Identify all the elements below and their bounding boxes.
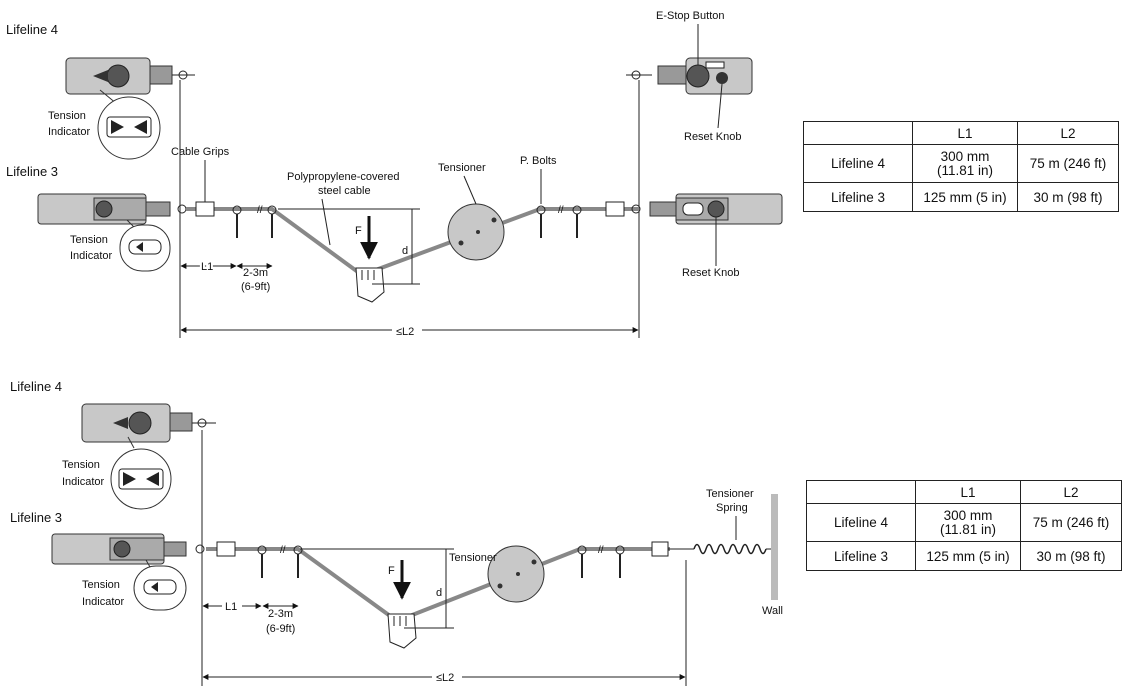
top-l1-label: L1 (201, 261, 213, 273)
bottom-spec-table: L1 L2 Lifeline 4 300 mm (11.81 in) 75 m … (806, 480, 1122, 571)
bottom-spacing-b: (6-9ft) (266, 623, 295, 635)
bottom-spacing-a: 2-3m (268, 608, 293, 620)
table-header-row: L1 L2 (806, 480, 1122, 504)
table-row: Lifeline 4 300 mm (11.81 in) 75 m (246 f… (803, 144, 1119, 183)
wall-icon (771, 494, 778, 600)
bottom-lifeline4-heading: Lifeline 4 (10, 379, 62, 394)
table-header-row: L1 L2 (803, 121, 1119, 145)
top-reset-knob-2-label: Reset Knob (682, 267, 739, 279)
table-header-cell: L1 (912, 121, 1018, 145)
bottom-spring-label-b: Spring (716, 502, 748, 514)
top-spacing-b: (6-9ft) (241, 281, 270, 293)
table-header-cell (806, 480, 916, 504)
top-spacing-a: 2-3m (243, 267, 268, 279)
top-tensioner-label: Tensioner (438, 162, 486, 174)
top-tension-indicator-l3-icon (119, 219, 171, 272)
svg-text://: // (558, 205, 564, 216)
table-cell: Lifeline 4 (803, 144, 913, 183)
table-row: Lifeline 4 300 mm (11.81 in) 75 m (246 f… (806, 503, 1122, 542)
bottom-l2-label: ≤L2 (436, 672, 454, 684)
top-estop-label: E-Stop Button (656, 10, 725, 22)
table-cell: Lifeline 3 (806, 541, 916, 571)
top-lifeline3-heading: Lifeline 3 (6, 164, 58, 179)
table-header-cell (803, 121, 913, 145)
top-right-lifeline4-switch (626, 57, 753, 95)
top-tension-label-1b: Indicator (48, 126, 91, 138)
top-p-bolts-left: // (232, 205, 277, 238)
bottom-deflection-label: d (436, 587, 442, 599)
bottom-spring-label-a: Tensioner (706, 488, 754, 500)
top-tension-label-1a: Tension (48, 110, 86, 122)
bottom-tensioner-label: Tensioner (449, 552, 497, 564)
bottom-tension-label-2a: Tension (82, 579, 120, 591)
table-cell: 300 mm (11.81 in) (915, 503, 1021, 542)
top-l1-bg: L1 (201, 261, 213, 273)
bottom-wall-label: Wall (762, 605, 783, 617)
table-cell: 75 m (246 ft) (1017, 144, 1119, 183)
table-cell: 30 m (98 ft) (1020, 541, 1122, 571)
table-cell: Lifeline 4 (806, 503, 916, 542)
bottom-p-bolts-right: // (577, 545, 625, 578)
top-hand-icon (355, 267, 385, 303)
top-left-lifeline3-switch (37, 193, 187, 225)
top-l2-label: ≤L2 (396, 326, 414, 338)
top-tension-indicator-l4-icon (97, 89, 161, 160)
top-tension-label-2a: Tension (70, 234, 108, 246)
bottom-tension-indicator-l4-icon (110, 436, 172, 510)
bottom-lifeline3-heading: Lifeline 3 (10, 510, 62, 525)
svg-text://: // (280, 545, 286, 556)
svg-text://: // (257, 205, 263, 216)
top-p-bolts-right: // (536, 205, 582, 238)
top-tensioner-icon (447, 203, 505, 261)
top-left-lifeline4-switch (65, 57, 195, 95)
bottom-tension-label-1b: Indicator (62, 476, 105, 488)
bottom-force-label: F (388, 565, 395, 577)
top-cable (186, 207, 640, 278)
bottom-diagram: Lifeline 4 Lifeline 3 Tension Indicator (10, 379, 783, 686)
top-deflection-label: d (402, 245, 408, 257)
table-header-cell: L2 (1017, 121, 1119, 145)
bottom-lifeline3-switch (51, 533, 205, 565)
table-row: Lifeline 3 125 mm (5 in) 30 m (98 ft) (806, 541, 1122, 571)
reset-knob-icon (106, 64, 130, 88)
table-row: Lifeline 3 125 mm (5 in) 30 m (98 ft) (803, 182, 1119, 212)
top-cable-grip (195, 201, 215, 217)
top-spec-table: L1 L2 Lifeline 4 300 mm (11.81 in) 75 m … (803, 121, 1119, 212)
top-lifeline4-heading: Lifeline 4 (6, 22, 58, 37)
table-cell: 125 mm (5 in) (912, 182, 1018, 212)
table-header-cell: L2 (1020, 480, 1122, 504)
bottom-tension-indicator-l3-icon (133, 559, 187, 611)
table-cell: 75 m (246 ft) (1020, 503, 1122, 542)
bottom-tension-label-1a: Tension (62, 459, 100, 471)
top-cable-grips-label: Cable Grips (171, 146, 230, 158)
table-cell: 30 m (98 ft) (1017, 182, 1119, 212)
bottom-lifeline4-switch (81, 403, 216, 443)
top-diagram: Lifeline 4 Lifeline 3 Tension Indicator (6, 10, 783, 338)
bottom-p-bolts-left: // (257, 545, 303, 578)
top-tension-label-2b: Indicator (70, 250, 113, 262)
top-cable-label-a: Polypropylene-covered (287, 171, 400, 183)
top-p-bolts-label: P. Bolts (520, 155, 557, 167)
top-force-label: F (355, 225, 362, 237)
bottom-tensioner-spring-icon (651, 541, 772, 557)
top-right-lifeline3-switch (605, 193, 783, 225)
bottom-hand-icon (387, 613, 417, 649)
table-cell: 300 mm (11.81 in) (912, 144, 1018, 183)
bottom-tensioner-icon (487, 545, 545, 603)
svg-text://: // (598, 545, 604, 556)
table-cell: Lifeline 3 (803, 182, 913, 212)
bottom-l1-label: L1 (225, 601, 237, 613)
top-reset-knob-1-label: Reset Knob (684, 131, 741, 143)
table-cell: 125 mm (5 in) (915, 541, 1021, 571)
top-cable-label-b: steel cable (318, 185, 371, 197)
bottom-tension-label-2b: Indicator (82, 596, 125, 608)
table-header-cell: L1 (915, 480, 1021, 504)
